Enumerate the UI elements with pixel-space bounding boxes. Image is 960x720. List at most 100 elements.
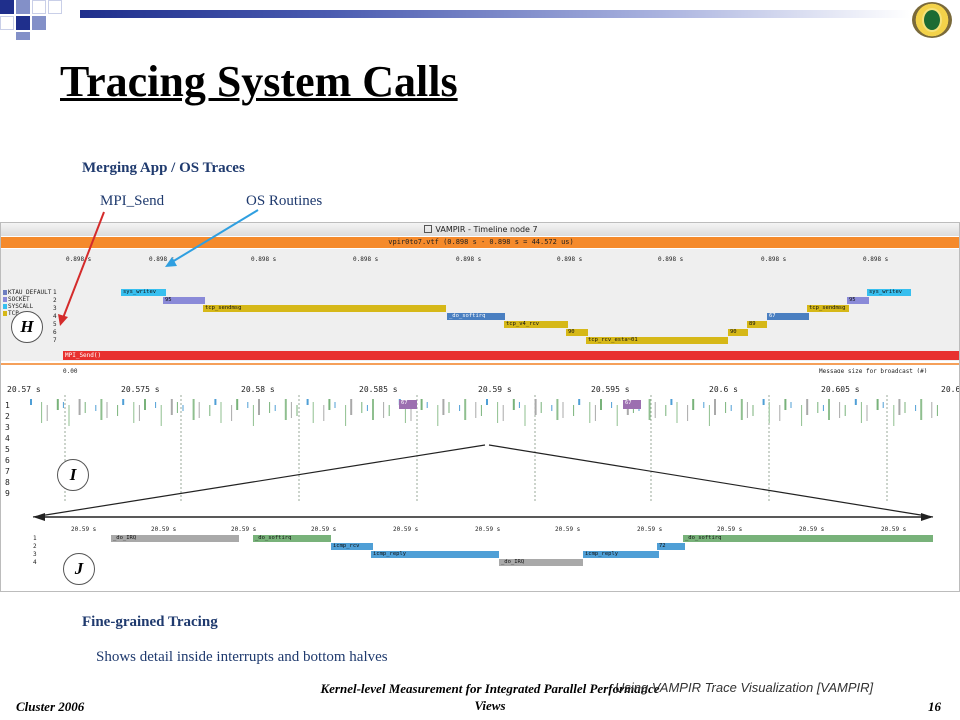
row-number: 8 <box>5 478 10 487</box>
footer-conference: Cluster 2006 <box>16 699 85 714</box>
tick-label: 20.59 s <box>475 526 501 533</box>
row-number: 7 <box>53 337 57 344</box>
university-logo <box>912 2 952 38</box>
row-number: 4 <box>33 559 37 566</box>
callout-mpi-send: MPI_Send <box>100 193 165 209</box>
timeline-segment[interactable]: _do_softirq <box>253 535 331 542</box>
section-text-fine-grained: Shows detail inside interrupts and botto… <box>96 649 388 665</box>
tick-label: 0.898 s <box>761 256 787 263</box>
tick-label: 0.898 s <box>251 256 277 263</box>
timeline-segment[interactable]: 95 <box>847 297 869 304</box>
legend-item: SYSCALL <box>3 303 51 310</box>
message-size-label: Message size for broadcast (#) <box>819 368 928 375</box>
timeline-segment[interactable]: 67 <box>767 313 809 320</box>
event-badge[interactable]: 67 <box>623 400 641 409</box>
tick-label: 20.59 s <box>231 526 257 533</box>
tick-label: 20.6 <box>941 385 960 394</box>
timeline-segment[interactable]: _do_IRQ <box>499 559 583 566</box>
row-number: 4 <box>53 313 57 320</box>
timeline-panel-h: KTAU_DEFAULT SOCKET SYSCALL TCP 0.898 s … <box>1 249 959 375</box>
timeline-segment[interactable]: 89 <box>747 321 767 328</box>
tick-label: 20.6 s <box>709 385 738 394</box>
row-number: 2 <box>33 543 37 550</box>
timeline-segment[interactable]: icmp_reply <box>583 551 659 558</box>
event-badge[interactable]: 67 <box>399 400 417 409</box>
legend-item: TCP <box>3 310 51 317</box>
row-number: 2 <box>53 297 57 304</box>
row-number: 6 <box>5 456 10 465</box>
orange-header-bar <box>1 237 959 248</box>
header-gradient-bar <box>80 10 910 18</box>
timeline-segment[interactable]: tcp_sendmsg <box>807 305 849 312</box>
row-number: 7 <box>5 467 10 476</box>
timeline-segment[interactable]: 90 <box>728 329 748 336</box>
tick-label: 20.59 s <box>637 526 663 533</box>
timeline-segment[interactable]: tcp_rcv_esta~01 <box>586 337 728 344</box>
row-number: 1 <box>33 535 37 542</box>
tick-label: 20.595 s <box>591 385 630 394</box>
timeline-segment[interactable]: icmp_reply <box>371 551 499 558</box>
footer-page-number: 16 <box>928 699 941 714</box>
slide-title: Tracing System Calls <box>60 57 458 106</box>
footer-vampir-credit: Using VAMPIR Trace Visualization [VAMPIR… <box>615 680 874 695</box>
tick-label: 0.898 s <box>353 256 379 263</box>
tick-label: 20.59 s <box>71 526 97 533</box>
mpi-send-bar[interactable]: MPI_Send() <box>63 351 959 360</box>
row-number: 3 <box>33 551 37 558</box>
tick-label: 20.59 s <box>478 385 512 394</box>
tick-label: 0.898 s <box>149 256 175 263</box>
timeline-segment[interactable]: _do_softirq <box>683 535 933 542</box>
timeline-segment[interactable]: _do_softirq <box>447 313 505 320</box>
tick-label: 0.898 s <box>658 256 684 263</box>
header-decoration <box>0 0 80 40</box>
tick-label: 20.57 s <box>7 385 41 394</box>
tick-label: 20.59 s <box>393 526 419 533</box>
row-number: 6 <box>53 329 57 336</box>
timeline-segment[interactable]: 90 <box>566 329 588 336</box>
tick-label: 20.59 s <box>799 526 825 533</box>
timeline-segment[interactable]: tcp_v4_rcv <box>504 321 568 328</box>
tick-label: 0.898 s <box>863 256 889 263</box>
tick-label: 20.59 s <box>555 526 581 533</box>
timeline-segment[interactable]: icmp_rcv <box>331 543 373 550</box>
timeline-segment[interactable]: sys_writev <box>867 289 911 296</box>
orange-separator <box>1 363 959 365</box>
timeline-panel-i: 20.57 s 20.575 s 20.58 s 20.585 s 20.59 … <box>1 373 960 513</box>
tick-label: 20.605 s <box>821 385 860 394</box>
timeline-segment[interactable]: 95 <box>163 297 205 304</box>
tick-label: 20.59 s <box>311 526 337 533</box>
row-number: 9 <box>5 489 10 498</box>
legend: KTAU_DEFAULT SOCKET SYSCALL TCP <box>3 289 51 317</box>
tick-label: 0.898 s <box>456 256 482 263</box>
tick-label: 20.575 s <box>121 385 160 394</box>
row-number: 1 <box>53 289 57 296</box>
tick-label: 20.59 s <box>151 526 177 533</box>
row-number: 4 <box>5 434 10 443</box>
x-window-icon <box>424 225 433 233</box>
circle-label-i: I <box>57 459 89 491</box>
row-number: 1 <box>5 401 10 410</box>
circle-label-h: H <box>11 311 43 343</box>
row-number: 2 <box>5 412 10 421</box>
timeline-segment[interactable]: _do_IRQ <box>111 535 239 542</box>
timeline-segment[interactable]: tcp_sendmsg <box>203 305 446 312</box>
row-number: 5 <box>53 321 57 328</box>
timeline-segment[interactable]: sys_writev <box>121 289 166 296</box>
timeline-segment[interactable]: 72 <box>657 543 685 550</box>
circle-label-j: J <box>63 553 95 585</box>
legend-item: SOCKET <box>3 296 51 303</box>
footer-paper-title: Kernel-level Measurement for Integrated … <box>320 681 660 713</box>
scale-left: 0.00 <box>63 368 78 375</box>
timeline-panel-j: 20.59 s 20.59 s 20.59 s 20.59 s 20.59 s … <box>31 518 936 588</box>
callout-os-routines: OS Routines <box>246 193 323 209</box>
tick-label: 20.59 s <box>881 526 907 533</box>
row-number: 3 <box>5 423 10 432</box>
panel-i-event-lines <box>30 395 938 503</box>
legend-item: KTAU_DEFAULT <box>3 289 51 296</box>
tick-label: 20.59 s <box>717 526 743 533</box>
section-heading-fine-grained: Fine-grained Tracing <box>82 614 218 630</box>
vampir-screenshot: VAMPIR - Timeline node 7 vpir0to7.vtf (0… <box>0 222 960 592</box>
tick-label: 20.585 s <box>359 385 398 394</box>
tick-label: 20.58 s <box>241 385 275 394</box>
zoom-lines <box>32 444 934 521</box>
